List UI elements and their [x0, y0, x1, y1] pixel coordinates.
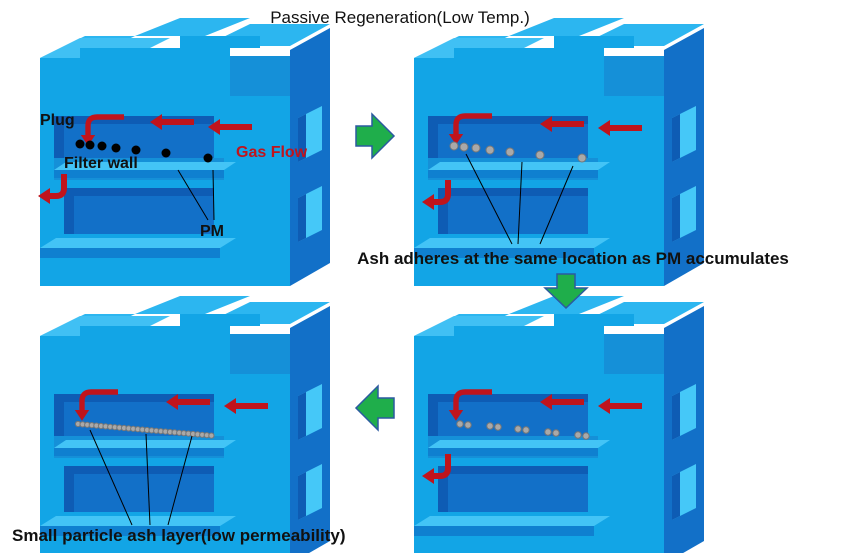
- ash-particle: [544, 428, 552, 436]
- ash-particle: [471, 143, 481, 153]
- pm-particle: [111, 143, 121, 153]
- ash-particle-clusters: [456, 420, 590, 440]
- label-gas-flow: Gas Flow: [236, 144, 308, 161]
- pm-particle: [97, 141, 107, 151]
- caption-ash-layer: Small particle ash layer(low permeabilit…: [12, 526, 346, 545]
- ash-pointer-lines-2: [89, 429, 193, 526]
- ash-particle: [494, 423, 502, 431]
- ash-particle: [486, 422, 494, 430]
- pm-particle: [131, 145, 141, 155]
- pm-particle: [85, 140, 95, 150]
- label-filter-wall: Filter wall: [64, 155, 138, 172]
- pm-particle: [203, 153, 213, 163]
- step-arrow-right: [355, 112, 396, 160]
- ash-particle: [505, 147, 515, 157]
- ash-particle: [485, 145, 495, 155]
- ash-particle: [514, 425, 522, 433]
- ash-particle: [456, 420, 464, 428]
- ash-particle: [535, 150, 545, 160]
- ash-particle-layer: [74, 420, 215, 439]
- ash-particle: [459, 142, 469, 152]
- panel-2-ash-adheres: [414, 18, 704, 286]
- ash-particle: [577, 153, 587, 163]
- label-pm: PM: [200, 223, 224, 240]
- pm-particle: [75, 139, 85, 149]
- label-plug: Plug: [40, 112, 75, 129]
- ash-particle: [464, 421, 472, 429]
- pm-particle: [161, 148, 171, 158]
- panel-3-ash-growing: [414, 296, 704, 553]
- ash-pointer-lines-1: [465, 153, 574, 245]
- ash-particle: [522, 426, 530, 434]
- step-arrow-left: [354, 384, 395, 432]
- pm-particles: [75, 139, 213, 163]
- diagram-title: Passive Regeneration(Low Temp.): [270, 8, 530, 27]
- ash-particle: [449, 141, 459, 151]
- panel-4-ash-layer: [40, 296, 330, 553]
- ash-particles: [449, 141, 587, 163]
- ash-particle: [582, 432, 590, 440]
- pm-pointer-lines: [177, 169, 215, 221]
- step-arrow-down: [543, 273, 589, 310]
- ash-particle: [208, 432, 215, 439]
- ash-particle: [552, 429, 560, 437]
- panel-1-pm-accumulation: [38, 18, 330, 286]
- ash-particle: [574, 431, 582, 439]
- caption-ash-adheres: Ash adheres at the same location as PM a…: [357, 249, 789, 268]
